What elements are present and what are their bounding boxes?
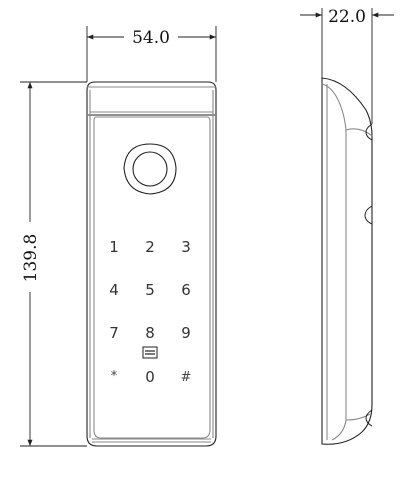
card-reader-icon bbox=[142, 346, 158, 359]
key-7[interactable]: 7 bbox=[109, 324, 119, 342]
keypad: 1 2 3 4 5 6 7 8 9 * 0 # bbox=[109, 238, 191, 386]
key-3[interactable]: 3 bbox=[181, 238, 191, 256]
screw-hole-icon bbox=[365, 123, 373, 141]
screw-hole-icon bbox=[364, 205, 373, 225]
key-4[interactable]: 4 bbox=[109, 281, 119, 299]
key-8[interactable]: 8 bbox=[145, 324, 155, 342]
key-1[interactable]: 1 bbox=[109, 238, 119, 256]
fingerprint-sensor-icon bbox=[123, 143, 177, 195]
key-9[interactable]: 9 bbox=[181, 324, 191, 342]
height-dimension bbox=[20, 81, 87, 447]
key-5[interactable]: 5 bbox=[145, 281, 155, 299]
width-dimension-label: 54.0 bbox=[132, 28, 170, 48]
key-2[interactable]: 2 bbox=[145, 238, 155, 256]
side-bottom-chamfer bbox=[345, 413, 371, 421]
side-outer-outline bbox=[321, 77, 373, 445]
front-inner-panel bbox=[93, 116, 211, 439]
side-view bbox=[321, 77, 373, 445]
height-dimension-label: 139.8 bbox=[21, 234, 41, 283]
key-star[interactable]: * bbox=[111, 369, 118, 384]
side-screw-holes bbox=[364, 123, 373, 427]
depth-dimension-label: 22.0 bbox=[328, 7, 366, 27]
key-0[interactable]: 0 bbox=[145, 368, 155, 386]
key-hash[interactable]: # bbox=[181, 370, 192, 385]
side-inner-curve bbox=[321, 83, 347, 441]
screw-hole-icon bbox=[365, 409, 373, 427]
key-6[interactable]: 6 bbox=[181, 281, 191, 299]
depth-dimension bbox=[300, 8, 394, 124]
width-dimension bbox=[86, 26, 217, 82]
front-outer-outline bbox=[86, 81, 217, 447]
side-top-chamfer bbox=[345, 128, 373, 137]
front-view bbox=[86, 81, 217, 447]
